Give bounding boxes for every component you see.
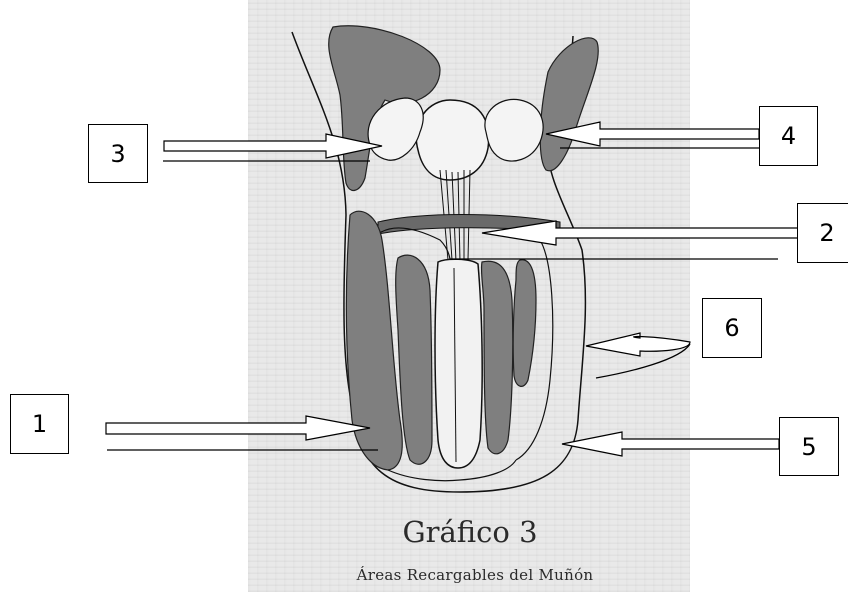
arrow-5 [562,432,779,456]
arrow-4 [546,122,759,146]
arrow-6 [586,333,690,356]
bone-head [416,100,488,180]
figure-title: Gráfico 3 [360,515,580,549]
right-center-shaded-region [481,261,512,454]
right-shaded-region [513,260,536,387]
arrow-1 [106,416,370,440]
callout-box-2: 2 [797,203,848,263]
arrow-2 [482,221,806,245]
callout-box-1: 1 [10,394,69,454]
bone-shaft [435,259,482,468]
upper-right-shaded-region [540,38,598,171]
callout-box-3: 3 [88,124,148,183]
figure-subtitle: Áreas Recargables del Muñón [330,566,620,584]
callout-box-5: 5 [779,417,839,476]
callout-box-4: 4 [759,106,818,166]
callout-box-6: 6 [702,298,762,358]
right-capsule [485,99,543,161]
